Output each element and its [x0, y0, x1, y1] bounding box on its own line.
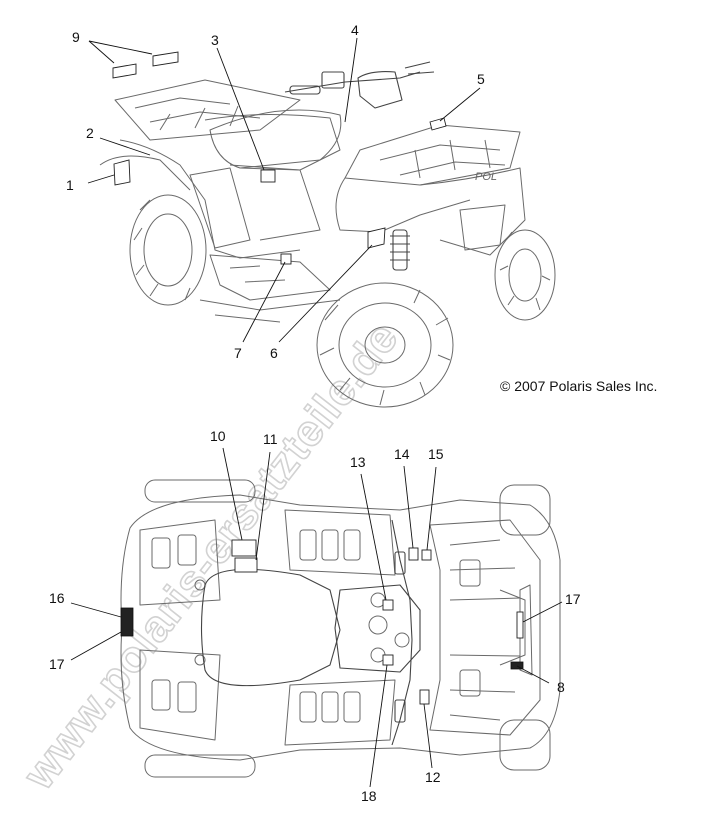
callout-13: 13 — [350, 454, 366, 470]
callout-17-front: 17 — [565, 591, 581, 607]
decal-16 — [120, 607, 134, 637]
watermark-text: www.polaris-ersatzteile.de — [14, 313, 408, 799]
callout-4: 4 — [351, 22, 359, 38]
decal-12 — [419, 689, 430, 705]
decal-9b — [152, 51, 179, 67]
decal-18 — [382, 654, 394, 666]
top-view-decals — [120, 539, 524, 705]
callout-2: 2 — [86, 125, 94, 141]
callout-8: 8 — [557, 679, 565, 695]
watermark: www.polaris-ersatzteile.de — [13, 313, 409, 800]
svg-text:POL: POL — [475, 171, 497, 183]
copyright: © 2007 Polaris Sales Inc. — [500, 378, 657, 394]
decal-9a — [112, 63, 137, 79]
decal-5 — [429, 117, 447, 131]
callout-3: 3 — [211, 32, 219, 48]
callout-labels: 9 3 4 5 2 1 7 6 © 2007 Polaris Sales Inc… — [49, 22, 657, 804]
callout-14: 14 — [394, 446, 410, 462]
decal-6 — [367, 227, 386, 249]
callout-15: 15 — [428, 446, 444, 462]
callout-7: 7 — [234, 345, 242, 361]
decal-17-front — [516, 611, 524, 639]
decal-15 — [421, 549, 432, 561]
callout-6: 6 — [270, 345, 278, 361]
decal-3 — [260, 169, 276, 183]
callout-11: 11 — [263, 431, 278, 447]
decal-7 — [280, 253, 292, 265]
callout-16: 16 — [49, 590, 65, 606]
decal-11 — [234, 557, 258, 573]
decal-10 — [231, 539, 257, 557]
callout-5: 5 — [477, 71, 485, 87]
atv-top-view — [120, 479, 561, 778]
decal-8 — [510, 661, 524, 670]
decal-1 — [113, 159, 131, 186]
callout-17-rear: 17 — [49, 656, 65, 672]
top-view-leaders — [70, 447, 563, 788]
decal-14 — [408, 547, 419, 561]
perspective-leaders — [87, 37, 481, 343]
callout-9: 9 — [72, 29, 80, 45]
callout-18: 18 — [361, 788, 377, 804]
callout-10: 10 — [210, 428, 226, 444]
decal-13 — [382, 599, 394, 611]
callout-12: 12 — [425, 769, 441, 785]
callout-1: 1 — [66, 177, 74, 193]
atv-perspective-view: POL — [99, 61, 556, 408]
perspective-decals — [112, 51, 447, 265]
